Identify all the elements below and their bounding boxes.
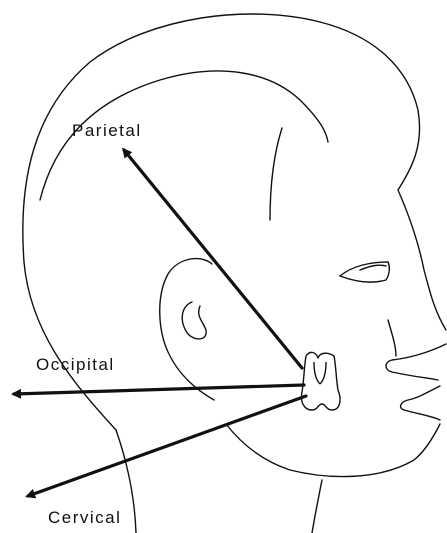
upper-lip	[401, 386, 440, 410]
cervical-arrow	[28, 396, 306, 496]
tooth-icon	[301, 352, 340, 410]
cheek-line	[388, 320, 396, 356]
eye-lid	[360, 265, 386, 270]
parietal-label: Parietal	[72, 121, 142, 141]
occipital-label: Occipital	[36, 355, 115, 375]
ear-inner	[182, 302, 206, 339]
neck-front-line	[312, 480, 322, 533]
lower-lip	[404, 410, 440, 420]
temple-hair-line	[270, 128, 282, 220]
chin-jaw-line	[226, 424, 440, 477]
parietal-arrow	[124, 150, 302, 368]
occipital-arrow	[14, 385, 304, 394]
cervical-label: Cervical	[48, 508, 121, 528]
